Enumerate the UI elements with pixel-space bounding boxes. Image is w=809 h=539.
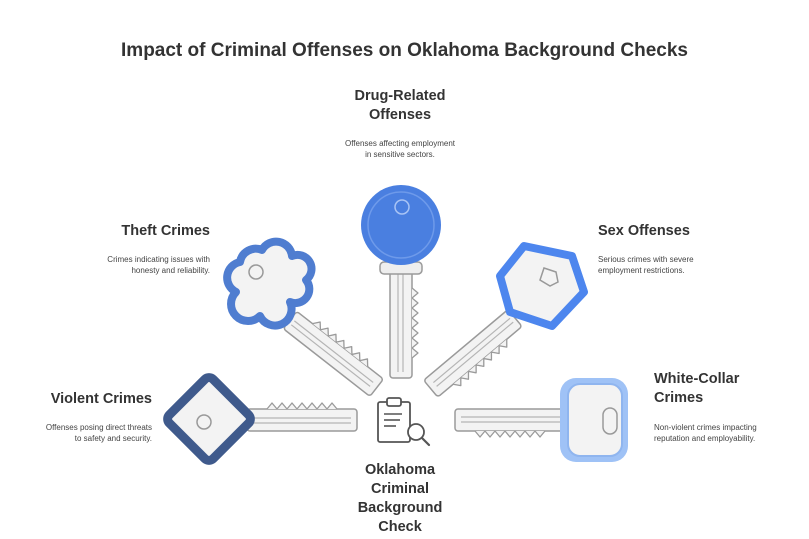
desc-line: Offenses affecting employment	[345, 139, 455, 148]
desc-theft: Crimes indicating issues with honesty an…	[60, 254, 210, 276]
label-line: Check	[378, 519, 422, 535]
desc-sex-offenses: Serious crimes with severe employment re…	[598, 254, 778, 276]
label-line: Background	[357, 500, 443, 516]
desc-line: Crimes indicating issues with	[107, 255, 210, 264]
label-violent: Violent Crimes	[2, 390, 152, 409]
label-line: Theft Crimes	[121, 223, 210, 239]
label-line: Offenses	[368, 107, 432, 123]
label-drug-related: Drug-Related Offenses	[300, 87, 500, 125]
desc-line: reputation and employability.	[654, 434, 756, 443]
label-line: Crimes	[654, 390, 704, 406]
desc-violent: Offenses posing direct threats to safety…	[2, 422, 152, 444]
desc-white-collar: Non-violent crimes impacting reputation …	[654, 422, 804, 444]
label-line: Sex Offenses	[598, 223, 690, 239]
label-line: Drug-Related	[354, 88, 446, 104]
label-white-collar: White-Collar Crimes	[654, 370, 804, 408]
desc-line: Non-violent crimes impacting	[654, 423, 757, 432]
desc-line: Serious crimes with severe	[598, 255, 694, 264]
desc-line: employment restrictions.	[598, 266, 685, 275]
key-drug-related	[361, 185, 441, 379]
label-line: Violent Crimes	[50, 391, 152, 407]
desc-line: to safety and security.	[74, 434, 152, 443]
center-label: Oklahoma Criminal Background Check	[330, 461, 470, 537]
desc-line: in sensitive sectors.	[365, 150, 435, 159]
diagram-title: Impact of Criminal Offenses on Oklahoma …	[121, 40, 688, 61]
desc-drug-related: Offenses affecting employment in sensiti…	[300, 138, 500, 160]
key-sex-offenses	[422, 242, 588, 403]
label-line: Criminal	[370, 481, 429, 497]
label-line: Oklahoma	[364, 462, 436, 478]
key-theft	[223, 237, 388, 398]
label-theft: Theft Crimes	[60, 222, 210, 241]
clipboard-search-icon	[377, 397, 431, 447]
key-head-drug	[361, 185, 441, 265]
label-line: White-Collar	[654, 371, 740, 387]
desc-line: honesty and reliability.	[131, 266, 210, 275]
desc-line: Offenses posing direct threats	[45, 423, 152, 432]
key-violent	[163, 373, 358, 465]
label-sex-offenses: Sex Offenses	[598, 222, 778, 241]
key-white-collar	[454, 378, 628, 462]
